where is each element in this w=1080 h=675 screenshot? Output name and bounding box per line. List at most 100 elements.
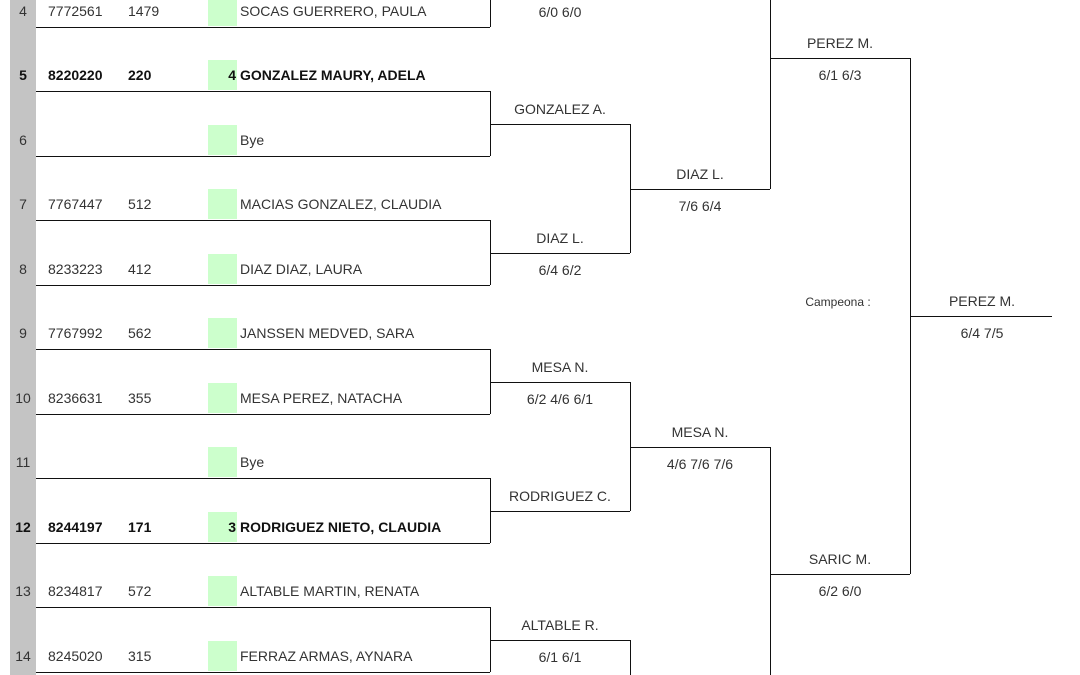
final-winner: PEREZ M. bbox=[948, 293, 1016, 309]
seed-box bbox=[208, 0, 237, 26]
player-name: MESA PEREZ, NATACHA bbox=[240, 390, 403, 406]
player-name: JANSSEN MEDVED, SARA bbox=[240, 325, 415, 341]
draw-position-number: 14 bbox=[15, 648, 31, 664]
player-line bbox=[36, 543, 490, 544]
seed-box bbox=[208, 383, 237, 413]
license-number: 7767992 bbox=[48, 325, 103, 341]
player-line bbox=[36, 414, 490, 415]
player-line bbox=[36, 27, 490, 28]
license-number: 8234817 bbox=[48, 583, 103, 599]
ranking-value: 1479 bbox=[128, 3, 160, 19]
quarterfinal-score: 4/6 7/6 7/6 bbox=[666, 456, 734, 472]
semifinal-line bbox=[770, 58, 910, 59]
round2-winner: MESA N. bbox=[531, 359, 589, 375]
player-line bbox=[36, 91, 490, 92]
player-line bbox=[36, 156, 490, 157]
seed-box bbox=[208, 641, 237, 671]
draw-position-number: 9 bbox=[19, 325, 27, 341]
player-name: Bye bbox=[240, 454, 265, 470]
ranking-value: 171 bbox=[128, 519, 152, 535]
quarterfinal-score: 7/6 6/4 bbox=[678, 198, 722, 214]
round2-line bbox=[490, 124, 630, 125]
player-line bbox=[36, 285, 490, 286]
bracket-connector bbox=[490, 91, 491, 156]
draw-position-number: 5 bbox=[19, 67, 27, 83]
bracket-connector bbox=[490, 0, 491, 27]
player-name: RODRIGUEZ NIETO, CLAUDIA bbox=[240, 519, 442, 535]
seed-box bbox=[208, 512, 237, 542]
draw-position-number: 7 bbox=[19, 196, 27, 212]
player-line bbox=[36, 349, 490, 350]
quarterfinal-line bbox=[630, 447, 770, 448]
bracket-connector bbox=[630, 124, 631, 253]
round2-winner: ALTABLE R. bbox=[521, 617, 599, 633]
round2-winner: RODRIGUEZ C. bbox=[509, 488, 611, 504]
draw-position-number: 11 bbox=[15, 454, 31, 470]
round2-line bbox=[490, 253, 630, 254]
bracket-connector bbox=[490, 607, 491, 672]
seed-box bbox=[208, 318, 237, 348]
bracket-connector bbox=[770, 0, 771, 189]
bracket-connector bbox=[630, 382, 631, 511]
round2-winner: GONZALEZ A. bbox=[514, 101, 606, 117]
ranking-value: 220 bbox=[128, 67, 152, 83]
seed-box bbox=[208, 254, 237, 284]
final-line bbox=[910, 316, 1052, 317]
ranking-value: 562 bbox=[128, 325, 152, 341]
round2-score: 6/0 6/0 bbox=[538, 4, 582, 20]
seed-box bbox=[208, 189, 237, 219]
champion-label: Campeona : bbox=[805, 295, 871, 309]
round2-line bbox=[490, 640, 630, 641]
ranking-value: 572 bbox=[128, 583, 152, 599]
quarterfinal-line bbox=[630, 189, 770, 190]
draw-position-number: 8 bbox=[19, 261, 27, 277]
draw-position-number: 12 bbox=[15, 519, 31, 535]
license-number: 8236631 bbox=[48, 390, 103, 406]
bracket-connector bbox=[490, 220, 491, 285]
semifinal-score: 6/2 6/0 bbox=[818, 583, 862, 599]
player-name: Bye bbox=[240, 132, 265, 148]
license-number: 8245020 bbox=[48, 648, 103, 664]
semifinal-winner: PEREZ M. bbox=[806, 35, 874, 51]
draw-position-number: 4 bbox=[19, 3, 27, 19]
bracket-connector bbox=[490, 349, 491, 414]
player-line bbox=[36, 478, 490, 479]
quarterfinal-winner: DIAZ L. bbox=[676, 166, 724, 182]
draw-position-number: 10 bbox=[15, 390, 31, 406]
ranking-value: 355 bbox=[128, 390, 152, 406]
player-name: DIAZ DIAZ, LAURA bbox=[240, 261, 363, 277]
seed-box bbox=[208, 125, 237, 155]
bracket-connector bbox=[490, 478, 491, 543]
seed-number: 3 bbox=[228, 519, 236, 535]
round2-score: 6/1 6/1 bbox=[538, 649, 582, 665]
player-name: FERRAZ ARMAS, AYNARA bbox=[240, 648, 413, 664]
round2-score: 6/4 6/2 bbox=[538, 262, 582, 278]
player-name: SOCAS GUERRERO, PAULA bbox=[240, 3, 427, 19]
ranking-value: 315 bbox=[128, 648, 152, 664]
round2-winner: DIAZ L. bbox=[536, 230, 584, 246]
seed-box bbox=[208, 60, 237, 90]
player-name: ALTABLE MARTIN, RENATA bbox=[240, 583, 420, 599]
round2-line bbox=[490, 511, 630, 512]
license-number: 7772561 bbox=[48, 3, 103, 19]
player-name: GONZALEZ MAURY, ADELA bbox=[240, 67, 426, 83]
final-score: 6/4 7/5 bbox=[960, 325, 1004, 341]
bracket-connector bbox=[770, 447, 771, 675]
license-number: 8244197 bbox=[48, 519, 103, 535]
round2-score: 6/2 4/6 6/1 bbox=[526, 391, 594, 407]
row-number-gutter bbox=[10, 0, 36, 675]
semifinal-winner: SARIC M. bbox=[808, 551, 872, 567]
ranking-value: 512 bbox=[128, 196, 152, 212]
license-number: 7767447 bbox=[48, 196, 103, 212]
seed-number: 4 bbox=[228, 67, 236, 83]
semifinal-score: 6/1 6/3 bbox=[818, 67, 862, 83]
draw-position-number: 13 bbox=[15, 583, 31, 599]
license-number: 8220220 bbox=[48, 67, 103, 83]
draw-position-number: 6 bbox=[19, 132, 27, 148]
semifinal-line bbox=[770, 574, 910, 575]
seed-box bbox=[208, 447, 237, 477]
round2-line bbox=[490, 382, 630, 383]
player-line bbox=[36, 220, 490, 221]
seed-box bbox=[208, 576, 237, 606]
